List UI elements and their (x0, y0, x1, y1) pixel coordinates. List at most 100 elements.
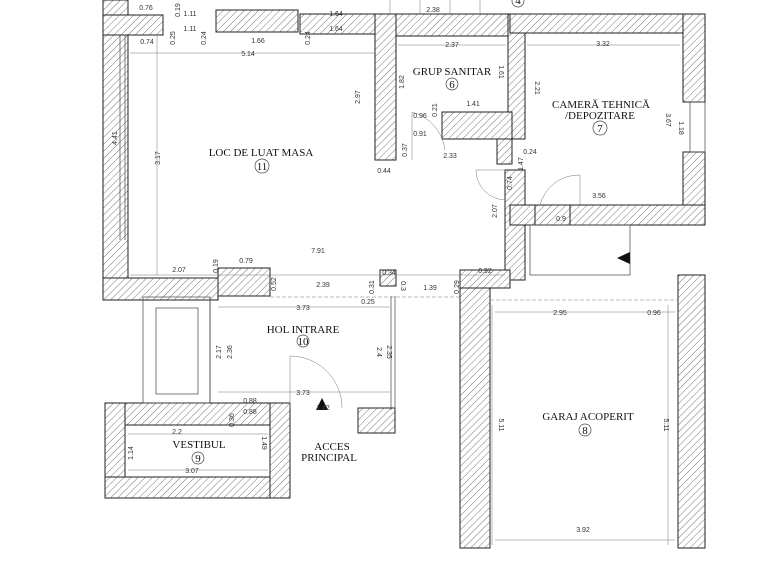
dim: 2.37 (445, 42, 459, 49)
dim: 0.96 (413, 113, 427, 120)
dim: 0.34 (382, 270, 396, 277)
dim: 2.21 (533, 81, 540, 95)
dimension-texts: 0.76 1.11 1.11 1.64 1.64 1.66 0.74 5.14 … (112, 3, 684, 534)
room-number-4: 4 (515, 0, 521, 7)
dim: 1.61 (497, 65, 504, 79)
dim: 3.07 (185, 468, 199, 475)
dim: 0.29 (454, 280, 461, 294)
bathroom-door-swing (411, 111, 446, 160)
room-label-dining: LOC DE LUAT MASA (209, 147, 314, 159)
vestibule-north-wall (104, 402, 291, 426)
room-label-vestibule: VESTIBUL (172, 439, 225, 451)
dim: 2.33 (443, 153, 457, 160)
room-labels: LOC DE LUAT MASA 11 GRUP SANITAR 6 CAMER… (172, 0, 650, 465)
east-window (689, 101, 706, 153)
dim: 3.73 (296, 390, 310, 397)
garage-east-wall (677, 274, 706, 549)
dim: 0.19 (213, 259, 220, 273)
dim: 0.44 (377, 168, 391, 175)
room-number-technical: 7 (597, 123, 603, 135)
bathroom-north-wall (374, 13, 526, 37)
dim: 0.74 (507, 176, 514, 190)
technical-south-wall-right (569, 204, 706, 226)
room-label-hall: HOL INTRARE (267, 324, 340, 336)
dim: 3.56 (592, 193, 606, 200)
north-window-block (215, 9, 299, 33)
technical-step (529, 224, 631, 276)
dim: 2.39 (316, 282, 330, 289)
dim: 0.96 (647, 310, 661, 317)
planter-inner (155, 307, 199, 395)
dim: 0.52 (271, 277, 278, 291)
dim: 0.31 (369, 280, 376, 294)
room-label-technical-1: CAMERĂ TEHNICĂ (552, 99, 650, 111)
dim: 0.3 (399, 281, 406, 291)
entrance-label-2: PRINCIPAL (301, 452, 357, 464)
dim: 1.11 (183, 26, 196, 33)
vestibule-east-wall (269, 402, 291, 499)
dim: 7.91 (311, 248, 325, 255)
dim: 2.97 (355, 90, 362, 104)
dim: 0.92 (478, 268, 492, 275)
garage-north-nib (459, 269, 511, 289)
dim: 1.11 (183, 11, 196, 18)
room-4-marker (511, 0, 525, 8)
dim: 3.67 (664, 113, 671, 127)
dim: 3.92 (576, 527, 590, 534)
room-number-vestibule: 9 (195, 453, 201, 465)
dim: 0.21 (432, 103, 439, 117)
dim: 1.64 (329, 26, 343, 33)
dim: 1.42 (316, 405, 330, 412)
entrance-door-swing (289, 355, 343, 409)
dimension-lines (128, 35, 680, 545)
dim: 5.14 (241, 51, 255, 58)
dim: 1.39 (423, 285, 437, 292)
dim: 0.79 (239, 258, 253, 265)
dining-door-swing (475, 169, 506, 201)
dim: 0.36 (229, 413, 236, 427)
hall-east-jamb (357, 407, 396, 434)
west-wall (102, 0, 129, 301)
dim: 0.25 (170, 31, 177, 45)
walls (102, 0, 706, 549)
dim: 1.49 (260, 436, 267, 450)
dim: 3.17 (155, 151, 162, 165)
room-number-bathroom: 6 (449, 79, 455, 91)
dim: 1.66 (251, 38, 265, 45)
dim: 0.88 (243, 409, 257, 416)
room-number-dining: 11 (257, 161, 268, 173)
dim: 2.17 (216, 345, 223, 359)
dim: 1.64 (329, 11, 343, 18)
entrance-label-1: ACCES (314, 441, 349, 453)
dim: 5.11 (662, 418, 669, 431)
dim: 0.9 (556, 216, 566, 223)
planter-outer (142, 296, 211, 404)
north-wall-left (102, 14, 164, 36)
dim: 3.32 (596, 41, 610, 48)
technical-door-swing (539, 174, 581, 206)
dim: 1.14 (128, 446, 135, 460)
room-label-technical-2: /DEPOZITARE (565, 110, 635, 122)
dim: 0.76 (139, 5, 153, 12)
dim: 5.11 (497, 418, 504, 431)
dim: 2.07 (172, 267, 186, 274)
garage-west-wall (459, 279, 491, 549)
dim: 0.74 (140, 39, 154, 46)
bathroom-jamb (496, 138, 513, 165)
room-number-hall: 10 (298, 336, 310, 348)
room-label-garage: GARAJ ACOPERIT (542, 411, 634, 423)
column (379, 269, 397, 287)
dim: 3.73 (296, 305, 310, 312)
dim: 2.35 (385, 345, 392, 359)
dim: 4.41 (112, 131, 119, 145)
dim: 2.95 (553, 310, 567, 317)
dining-south-nib (217, 267, 271, 297)
direction-arrow-icon (617, 252, 630, 264)
dim: 2.38 (426, 7, 440, 14)
entrance-arrow-icon (316, 398, 328, 410)
bathroom-west-wall (374, 13, 397, 161)
dim: 0.91 (413, 131, 427, 138)
dim: 2.4 (375, 347, 382, 357)
dim: 0.24 (305, 31, 312, 45)
